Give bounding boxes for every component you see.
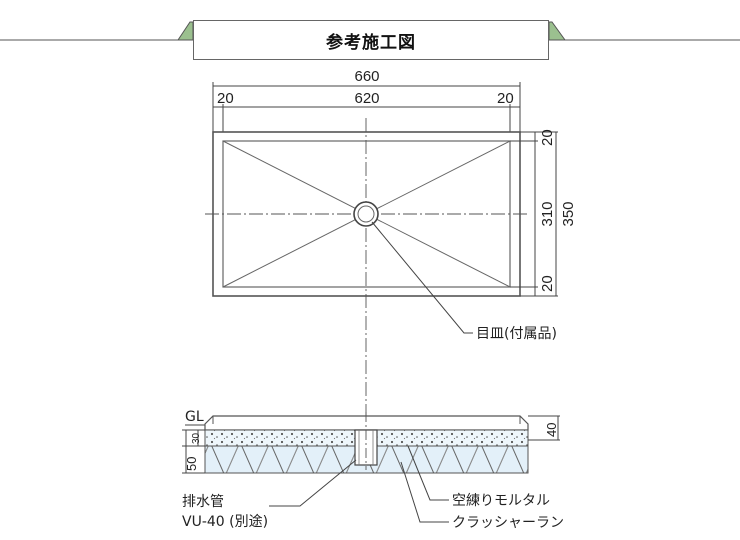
pipe-label: 排水管 [182, 494, 224, 510]
section-view [182, 412, 560, 523]
plan-view [205, 82, 558, 420]
dim-left-rim: 20 [217, 90, 234, 107]
dim-overall-depth: 350 [560, 201, 577, 226]
dim-rim-height: 40 [544, 423, 559, 437]
dim-inner-width: 620 [354, 90, 379, 107]
mortar-label: 空練りモルタル [452, 493, 550, 509]
dim-inner-depth: 310 [539, 201, 556, 226]
dim-mortar-thickness: 30 [191, 432, 202, 444]
header-rule [0, 21, 740, 41]
dim-overall-width: 660 [354, 68, 379, 85]
drain-cover-label: 目皿(付属品) [476, 326, 557, 342]
dim-right-rim: 20 [497, 90, 514, 107]
crusher-run-label: クラッシャーラン [452, 515, 564, 531]
drawing-title: 参考施工図 [193, 20, 549, 60]
gl-label: GL [185, 409, 204, 425]
pipe-spec-label: VU-40 (別途) [182, 513, 268, 530]
dim-bottom-rim: 20 [539, 275, 556, 292]
dim-top-rim: 20 [539, 129, 556, 146]
dim-total-thickness: 50 [184, 457, 199, 471]
